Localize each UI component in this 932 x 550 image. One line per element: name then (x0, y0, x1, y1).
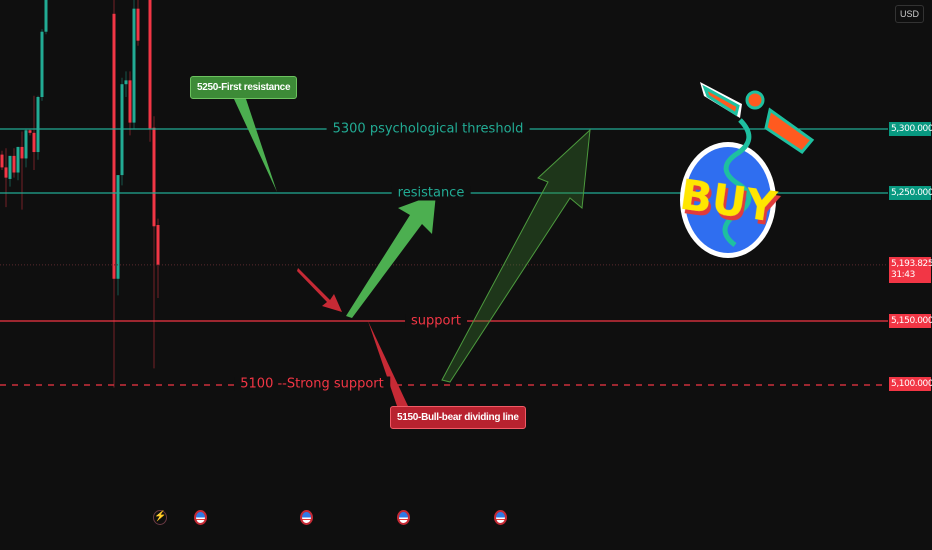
us-event-icon[interactable] (300, 510, 313, 525)
candle-body (8, 155, 12, 179)
price-tag-5300: 5,300.000 (889, 122, 932, 136)
candle-body (16, 146, 20, 173)
callout-dividing-line[interactable]: 5150-Bull-bear dividing line (390, 406, 526, 429)
level-label-strong-support: 5100 --Strong support (234, 376, 390, 392)
candle-body (156, 225, 160, 265)
us-event-icon[interactable] (194, 510, 207, 525)
us-event-icon[interactable] (397, 510, 410, 525)
callout-pointer-green (234, 99, 277, 192)
candle-body (132, 8, 136, 123)
level-label-5300: 5300 psychological threshold (326, 121, 530, 137)
candle-body (44, 0, 48, 32)
callout-pointer-red (368, 321, 408, 406)
last-price: 5,193.825 (891, 259, 932, 269)
candle-body (128, 80, 132, 123)
big-up-arrow (441, 128, 591, 383)
green-up-arrow (346, 194, 436, 318)
candle-body (136, 8, 140, 41)
bar-countdown: 31:43 (891, 270, 915, 280)
candle-body (12, 155, 16, 173)
callout-first-resistance[interactable]: 5250-First resistance (190, 76, 298, 99)
candle-body (20, 146, 24, 159)
candles (0, 0, 160, 388)
flash-event-icon[interactable]: ⚡ (153, 510, 167, 525)
candle-body (32, 132, 36, 153)
price-tag-5250: 5,250.000 (889, 186, 932, 200)
candle-body (28, 130, 32, 133)
currency-button[interactable]: USD (894, 5, 924, 23)
level-label-support: support (405, 313, 467, 329)
candle-body (4, 167, 8, 178)
level-label-resistance: resistance (391, 185, 471, 201)
candle-body (112, 13, 116, 279)
us-event-icon[interactable] (494, 510, 507, 525)
buy-sticker-logo: BUY (677, 82, 815, 258)
candle-body (116, 175, 120, 279)
candle-body (40, 31, 44, 97)
candle-body (36, 97, 40, 153)
price-tag-5100: 5,100.000 (889, 377, 932, 391)
candle-body (148, 0, 152, 129)
candle-body (0, 154, 4, 168)
candle-body (24, 130, 28, 159)
price-tag-5150: 5,150.000 (889, 314, 932, 328)
candle-body (124, 80, 128, 85)
candle-body (152, 127, 156, 227)
red-down-arrow (297, 268, 342, 312)
